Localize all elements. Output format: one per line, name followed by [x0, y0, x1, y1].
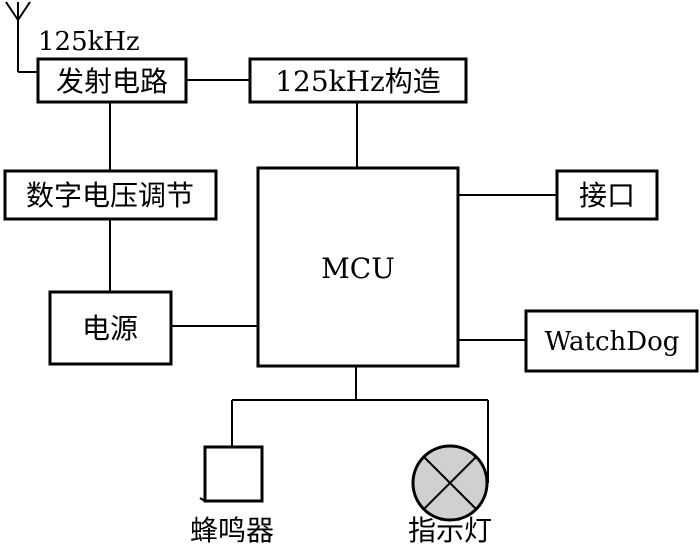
indicator-lamp-icon [411, 444, 489, 522]
transmit-circuit-label: 发射电路 [56, 65, 168, 98]
mcu-block: MCU [256, 166, 460, 368]
connection-wires [109, 79, 557, 483]
buzzer-icon [199, 445, 264, 503]
interface-block: 接口 [555, 169, 659, 221]
voltage-regulator-label: 数字电压调节 [26, 179, 194, 212]
watchdog-block: WatchDog [524, 309, 699, 373]
antenna-frequency-label: 125kHz [38, 27, 140, 57]
watchdog-label: WatchDog [545, 327, 680, 357]
power-supply-block: 电源 [48, 290, 173, 366]
construct-125khz-label: 125kHz构造 [275, 65, 441, 98]
mcu-label: MCU [321, 252, 395, 285]
power-supply-label: 电源 [82, 312, 138, 345]
buzzer-label: 蜂鸣器 [190, 514, 274, 547]
interface-label: 接口 [579, 179, 635, 212]
indicator-lamp-label: 指示灯 [408, 514, 492, 547]
antenna-icon [5, 1, 38, 73]
voltage-regulator-block: 数字电压调节 [3, 169, 218, 221]
construct-125khz-block: 125kHz构造 [248, 57, 468, 104]
transmit-circuit-block: 发射电路 [36, 57, 188, 104]
